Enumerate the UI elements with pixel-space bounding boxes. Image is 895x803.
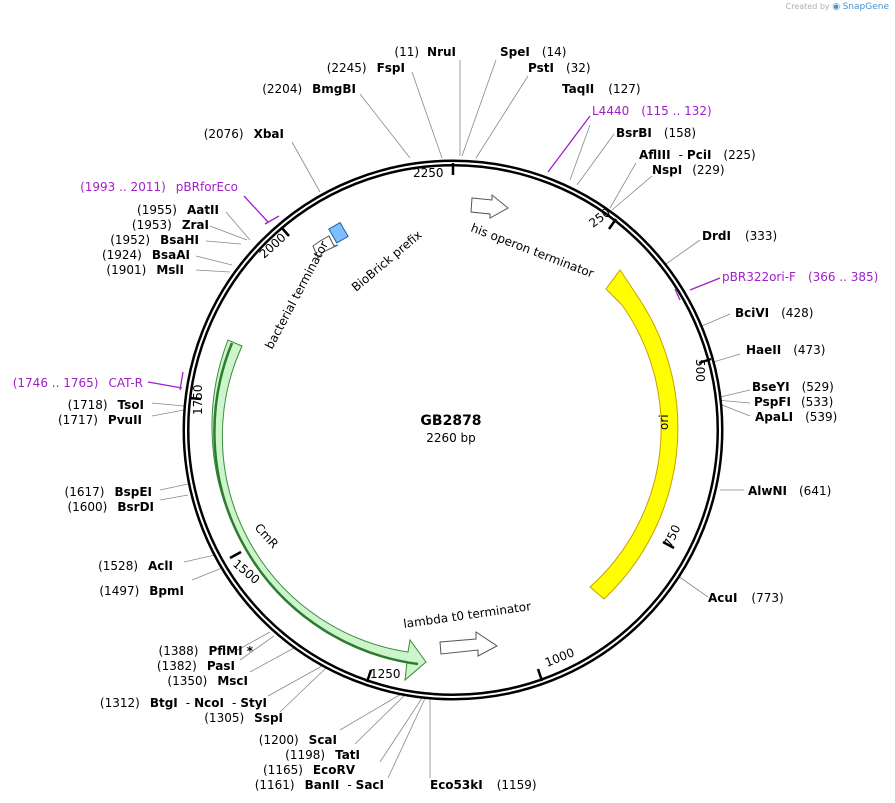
site-bsrdi[interactable]: (1600)BsrDI (67, 500, 154, 514)
site-bmgbi[interactable]: (2204)BmgBI (262, 82, 356, 96)
site-scai[interactable]: (1200)ScaI (259, 733, 337, 747)
site-bsaai[interactable]: (1924)BsaAI (102, 248, 190, 262)
site-connectors (151, 59, 751, 779)
feature-his-terminator[interactable] (470, 193, 509, 219)
site-pvuii[interactable]: (1717)PvuII (58, 413, 142, 427)
site-bcivi[interactable]: BciVI(428) (735, 306, 813, 320)
site-aatii[interactable]: (1955)AatII (137, 203, 219, 217)
site-bpmi[interactable]: (1497)BpmI (99, 584, 184, 598)
site-spei[interactable]: SpeI(14) (500, 45, 566, 59)
tick-1250: 1250 (370, 667, 401, 681)
feature-ori-label: ori (657, 414, 671, 430)
site-tati[interactable]: (1198)TatI (285, 748, 360, 762)
site-msli[interactable]: (1901)MslI (106, 263, 184, 277)
site-pspfi[interactable]: PspFI(533) (754, 395, 833, 409)
primer-cat-r-label[interactable]: (1746 .. 1765)CAT-R (13, 376, 143, 390)
tick-2250: 2250 (413, 166, 444, 180)
tick-marks (188, 163, 712, 683)
site-alwni[interactable]: AlwNI(641) (748, 484, 831, 498)
site-pasi[interactable]: (1382)PasI (157, 659, 235, 673)
site-nspi[interactable]: NspI(229) (652, 163, 725, 177)
snapgene-logo: ◉ (832, 2, 841, 12)
feature-cmr-label: CmR (252, 521, 281, 551)
site-fspi[interactable]: (2245)FspI (327, 61, 405, 75)
feature-bacterial-terminator-label: bacterial terminator (262, 239, 331, 352)
feature-ori[interactable] (589, 269, 679, 600)
site-haeii[interactable]: HaeII(473) (746, 343, 826, 357)
feature-lambda-terminator[interactable] (439, 631, 498, 657)
tick-750: 750 (661, 523, 683, 550)
site-zrai[interactable]: (1953)ZraI (132, 218, 209, 232)
site-psti[interactable]: PstI(32) (528, 61, 591, 75)
site-bsrbi[interactable]: BsrBI(158) (616, 126, 696, 140)
site-ecorv[interactable]: (1165)EcoRV (263, 763, 356, 777)
site-drdi[interactable]: DrdI(333) (702, 229, 777, 243)
site-acli[interactable]: (1528)AclI (98, 559, 173, 573)
credit-prefix: Created by (785, 2, 830, 11)
site-nrui[interactable]: (11)NruI (394, 45, 456, 59)
site-taqii[interactable]: TaqII(127) (562, 82, 641, 96)
site-bsahi[interactable]: (1952)BsaHI (110, 233, 199, 247)
feature-biobrick-prefix-label: BioBrick prefix (349, 228, 425, 295)
feature-bacterial-terminator[interactable] (312, 235, 339, 259)
site-msci[interactable]: (1350)MscI (167, 674, 248, 688)
feature-biobrick-prefix[interactable] (328, 221, 349, 244)
feature-cmr[interactable] (211, 339, 427, 682)
site-pflmi[interactable]: (1388)PflMI * (159, 644, 254, 658)
primer-pbr322ori-label[interactable]: pBR322ori-F(366 .. 385) (722, 270, 878, 284)
site-eco53ki[interactable]: Eco53kI(1159) (430, 778, 537, 792)
site-xbai[interactable]: (2076)XbaI (204, 127, 284, 141)
snapgene-credit: Created by ◉ SnapGene (786, 2, 889, 12)
site-sspi[interactable]: (1305)SspI (204, 711, 283, 725)
tick-500: 500 (693, 359, 707, 382)
primer-l4440-label[interactable]: L4440(115 .. 132) (592, 104, 712, 118)
site-afliii-pcii[interactable]: AflIII-PciI(225) (639, 148, 756, 162)
feature-lambda-terminator-label: lambda t0 terminator (402, 599, 531, 631)
tick-1750: 1750 (191, 384, 205, 415)
credit-brand: SnapGene (842, 2, 889, 12)
site-banii-saci[interactable]: (1161)BanII-SacI (255, 778, 384, 792)
site-btgi-ncoi-styi[interactable]: (1312)BtgI-NcoI-StyI (100, 696, 267, 710)
map-length: 2260 bp (426, 431, 476, 445)
map-title: GB2878 (420, 413, 481, 429)
site-acui[interactable]: AcuI(773) (708, 591, 784, 605)
site-bseyi[interactable]: BseYI(529) (752, 380, 834, 394)
feature-his-terminator-label: his operon terminator (469, 221, 596, 281)
primer-pbrforeco-label[interactable]: (1993 .. 2011)pBRforEco (80, 180, 238, 194)
site-bspei[interactable]: (1617)BspEI (65, 485, 152, 499)
site-tsoi[interactable]: (1718)TsoI (68, 398, 144, 412)
site-apali[interactable]: ApaLI(539) (755, 410, 837, 424)
